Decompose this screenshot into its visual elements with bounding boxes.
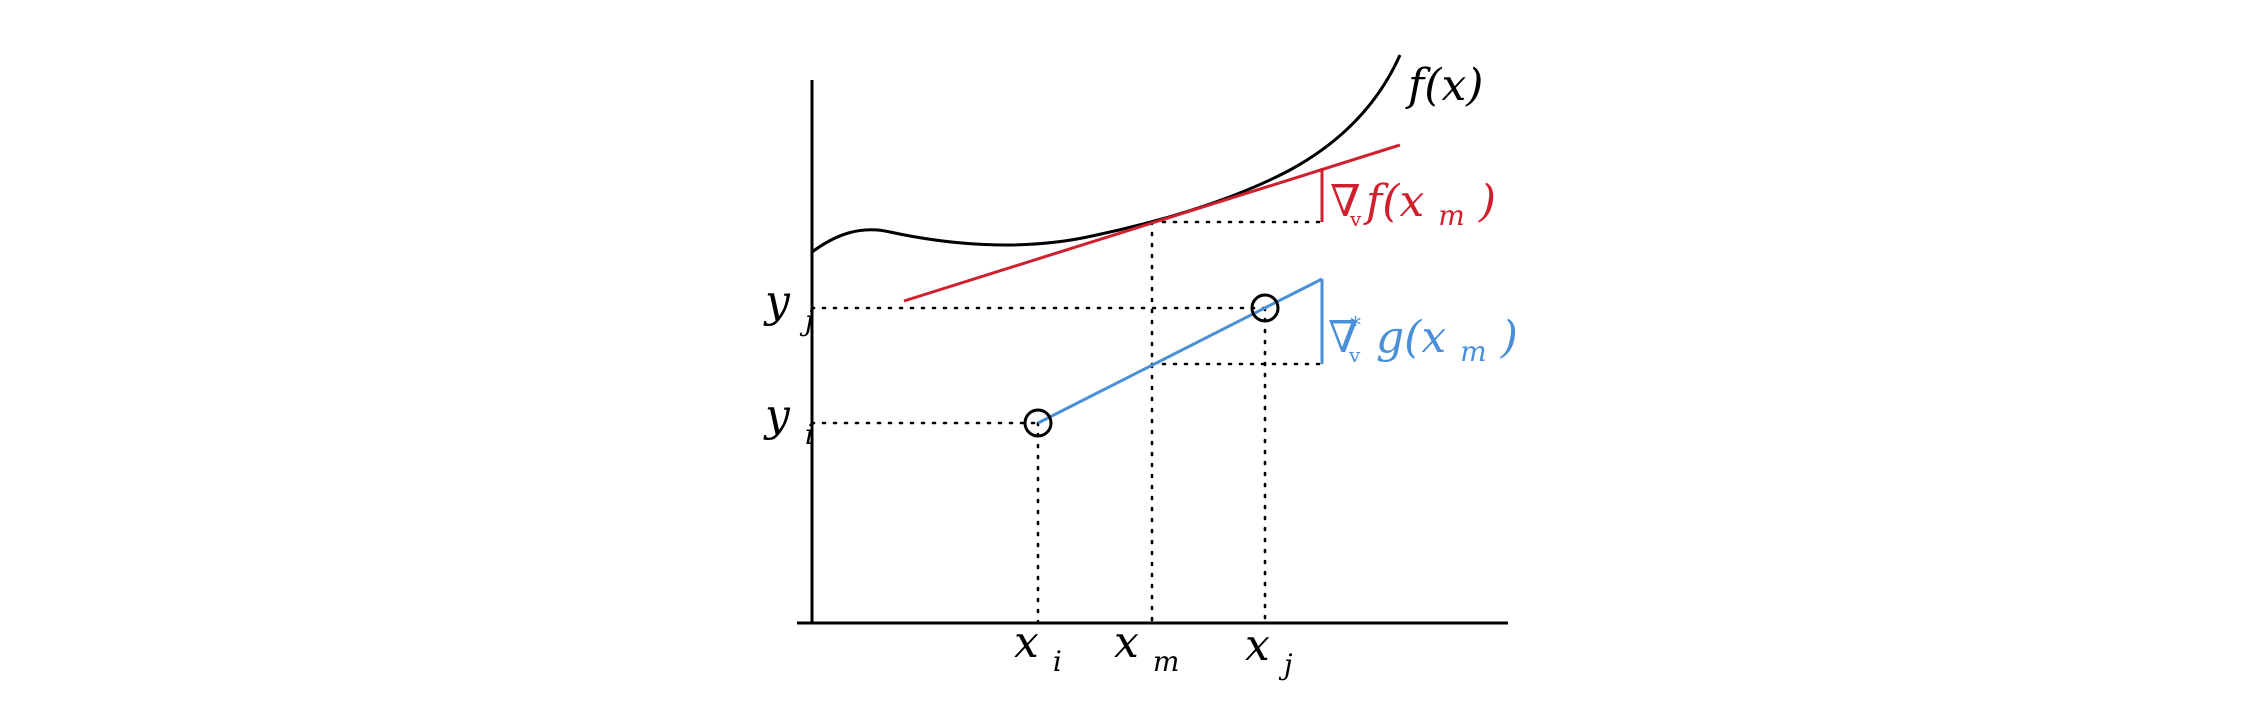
xm-sub: m bbox=[1153, 645, 1180, 678]
point-j-marker bbox=[1250, 293, 1280, 323]
yi-label: y i bbox=[763, 390, 814, 451]
secant-sub-v: v bbox=[1348, 343, 1361, 367]
tangent-function: f(x bbox=[1363, 176, 1424, 227]
xi-label: x i bbox=[1014, 617, 1062, 678]
tangent-sub-m: m bbox=[1438, 199, 1465, 232]
tangent-line-group bbox=[903, 143, 1401, 303]
secant-close: ) bbox=[1500, 312, 1518, 363]
curve-label: f(x) bbox=[1405, 60, 1483, 111]
xj-main: x bbox=[1245, 620, 1270, 671]
function-curve bbox=[811, 54, 1402, 254]
tangent-line bbox=[903, 143, 1401, 303]
tangent-nabla: ∇ bbox=[1330, 176, 1361, 227]
secant-sup-star: * bbox=[1350, 314, 1361, 339]
secant-gradient-label: ∇ v * g(x m ) bbox=[1328, 293, 1518, 373]
secant-nabla: ∇ bbox=[1328, 312, 1359, 363]
yi-sub: i bbox=[805, 418, 814, 451]
xi-main: x bbox=[1014, 617, 1039, 668]
secant-function: g(x bbox=[1376, 312, 1446, 363]
secant-sub-m: m bbox=[1460, 335, 1487, 368]
xj-label: x j bbox=[1245, 620, 1293, 681]
xj-sub: j bbox=[1278, 648, 1293, 681]
tangent-gradient-label: ∇ v f(x m ) bbox=[1330, 176, 1496, 237]
secant-line bbox=[1037, 277, 1323, 425]
xm-main: x bbox=[1114, 617, 1139, 668]
tangent-close: ) bbox=[1478, 176, 1496, 227]
secant-line-group bbox=[1037, 277, 1324, 425]
yj-main: y bbox=[763, 276, 791, 327]
xm-label: x m bbox=[1114, 617, 1179, 678]
yj-sub: j bbox=[799, 304, 814, 337]
tangent-sub-v: v bbox=[1349, 207, 1362, 231]
dotted-guides bbox=[810, 220, 1322, 625]
yi-main: y bbox=[763, 390, 791, 441]
point-i-marker bbox=[1023, 408, 1053, 438]
yj-label: y j bbox=[763, 276, 814, 337]
xi-sub: i bbox=[1053, 645, 1062, 678]
